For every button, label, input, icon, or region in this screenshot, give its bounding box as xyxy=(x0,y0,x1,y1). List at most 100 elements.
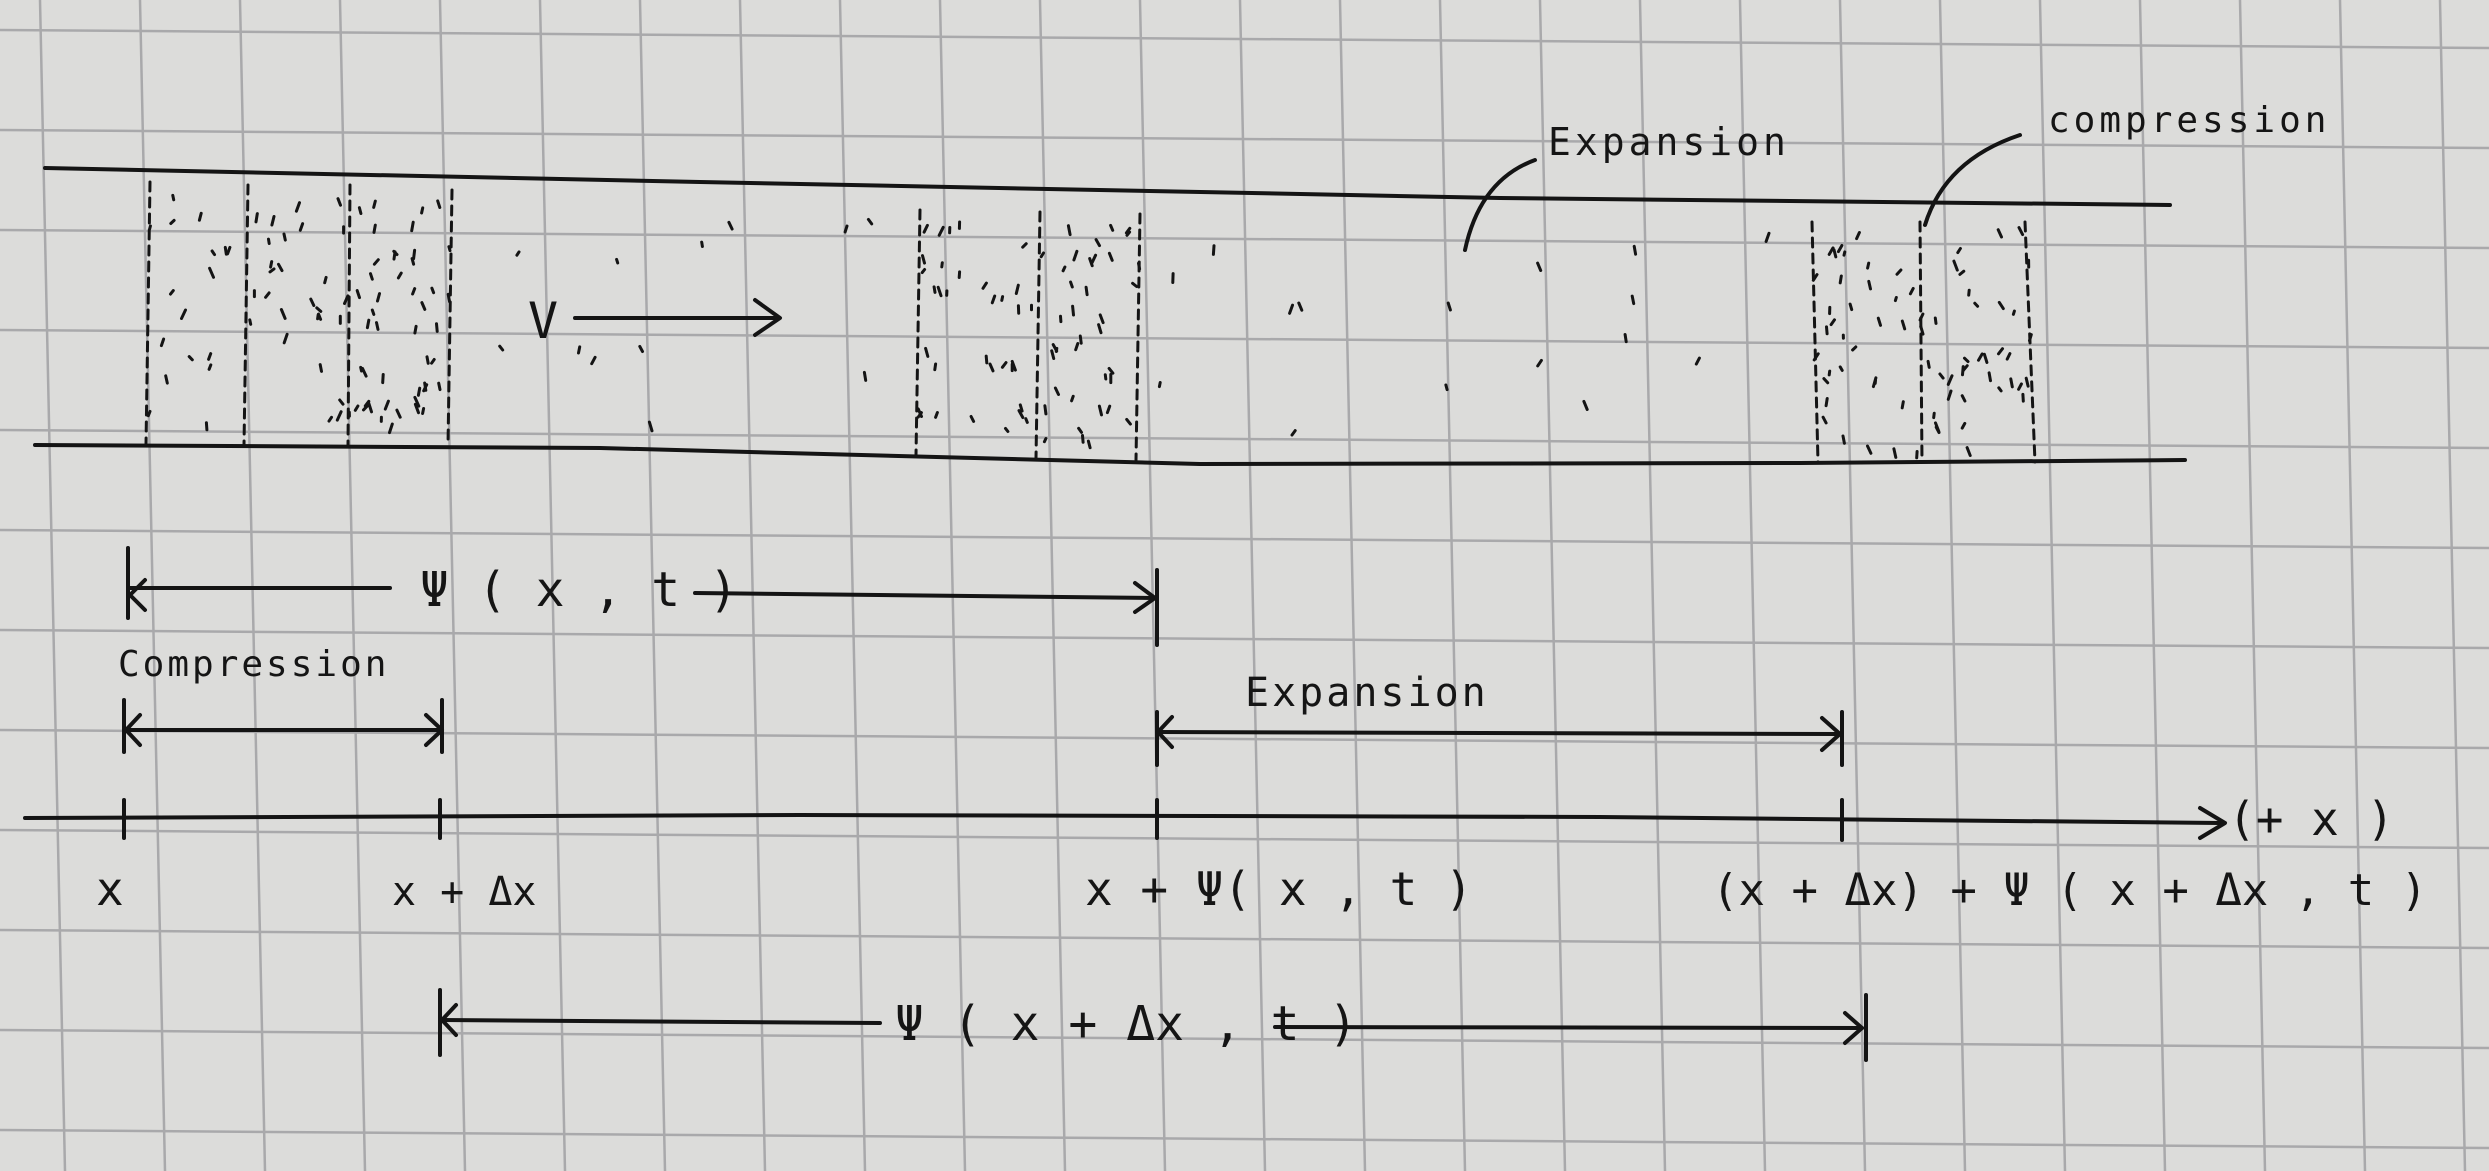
particle-dot xyxy=(1895,268,1903,276)
particle-dot xyxy=(1938,372,1945,380)
particle-dot xyxy=(1137,261,1142,271)
particle-dots xyxy=(146,193,2033,460)
particle-dot xyxy=(1967,288,1971,297)
particle-dot xyxy=(395,408,402,419)
tick-label-x: x xyxy=(96,862,124,916)
particle-dot xyxy=(376,292,381,303)
particle-dot xyxy=(369,272,374,281)
particle-dot xyxy=(1918,312,1925,322)
grid-line xyxy=(2038,0,2067,1171)
particle-dot xyxy=(1004,426,1010,433)
particle-dot xyxy=(282,232,287,242)
particle-dot xyxy=(638,344,644,353)
particle-dot xyxy=(843,224,849,234)
grid-line xyxy=(338,0,367,1171)
particle-dot xyxy=(294,201,301,213)
grid-line xyxy=(1438,0,1467,1171)
particle-dot xyxy=(447,245,452,253)
particle-dot xyxy=(361,366,368,378)
slice-line xyxy=(1034,210,1042,460)
particle-dot xyxy=(381,373,385,385)
particle-dot xyxy=(1960,394,1967,403)
particle-dot xyxy=(197,211,203,222)
particle-dot xyxy=(1867,279,1872,291)
particle-dot xyxy=(420,206,425,215)
grid-line xyxy=(938,0,967,1171)
grid-line xyxy=(0,1028,2489,1050)
particle-dot xyxy=(1987,371,1992,383)
particle-dot xyxy=(1926,359,1931,369)
particle-dot xyxy=(207,363,213,371)
velocity-arrow: V xyxy=(528,292,782,350)
particle-dot xyxy=(164,374,169,385)
particle-dot xyxy=(1630,294,1636,306)
slice-line xyxy=(346,183,352,447)
particle-dot xyxy=(1973,301,1980,308)
particle-dot xyxy=(1000,361,1008,369)
slice-line xyxy=(144,180,152,447)
particle-dot xyxy=(171,193,176,202)
particle-dot xyxy=(1952,259,1959,272)
particle-dot xyxy=(1446,301,1452,312)
particle-dot xyxy=(1536,261,1543,272)
particle-dot xyxy=(372,199,377,209)
particle-dot xyxy=(413,395,421,408)
particle-dot xyxy=(1946,374,1954,386)
particle-dot xyxy=(1832,248,1838,259)
particle-dot xyxy=(1893,296,1898,303)
grid-line xyxy=(238,0,267,1171)
particle-dot xyxy=(435,322,439,333)
particle-dot xyxy=(1078,334,1083,345)
particle-dot xyxy=(298,222,305,232)
particle-dot xyxy=(2028,333,2033,343)
particle-dot xyxy=(338,398,345,406)
grid-line xyxy=(2138,0,2167,1171)
particle-dot xyxy=(357,206,363,215)
particle-dot xyxy=(359,365,363,373)
particle-dot xyxy=(1061,265,1067,273)
tick-label-x-dx: x + Δx xyxy=(392,869,537,915)
particle-dot xyxy=(1084,285,1089,297)
particle-dot xyxy=(1014,283,1020,295)
particle-dot xyxy=(727,220,734,231)
particle-dot xyxy=(223,245,228,256)
particle-dot xyxy=(1946,389,1953,401)
particle-dot xyxy=(226,245,232,256)
particle-dot xyxy=(309,297,316,307)
particle-dot xyxy=(1827,369,1832,377)
particle-dot xyxy=(335,410,343,422)
particle-dot xyxy=(1958,269,1966,276)
particle-dot xyxy=(2005,352,2012,361)
particle-dot xyxy=(323,275,328,285)
grid-line xyxy=(1238,0,1267,1171)
particle-dot xyxy=(1841,434,1846,445)
particle-dot xyxy=(1855,231,1861,241)
grid-line xyxy=(0,428,2489,450)
particle-dot xyxy=(277,262,284,273)
particle-dot xyxy=(375,321,380,331)
particle-dot xyxy=(934,411,939,419)
particle-dot xyxy=(1933,316,1938,325)
particle-dot xyxy=(984,354,989,365)
particle-dot xyxy=(1829,318,1836,327)
particle-dot xyxy=(1107,366,1115,375)
particle-dot xyxy=(1838,365,1844,372)
particle-dot xyxy=(1811,273,1819,282)
grid-line xyxy=(0,128,2489,150)
particle-dot xyxy=(969,415,976,423)
grid-line xyxy=(2338,0,2367,1171)
particle-dot xyxy=(1822,377,1830,385)
grid-line xyxy=(2238,0,2267,1171)
particle-dot xyxy=(920,268,927,275)
particle-dot xyxy=(317,312,323,321)
particle-dot xyxy=(1125,417,1132,426)
particle-dot xyxy=(916,407,923,418)
particle-dot xyxy=(990,294,997,305)
grid-line xyxy=(1638,0,1667,1171)
velocity-arrow-head xyxy=(753,298,782,337)
particle-dot xyxy=(264,291,271,299)
particle-dot xyxy=(1824,397,1829,408)
particle-dot xyxy=(866,217,874,226)
particle-dot xyxy=(1900,400,1905,410)
